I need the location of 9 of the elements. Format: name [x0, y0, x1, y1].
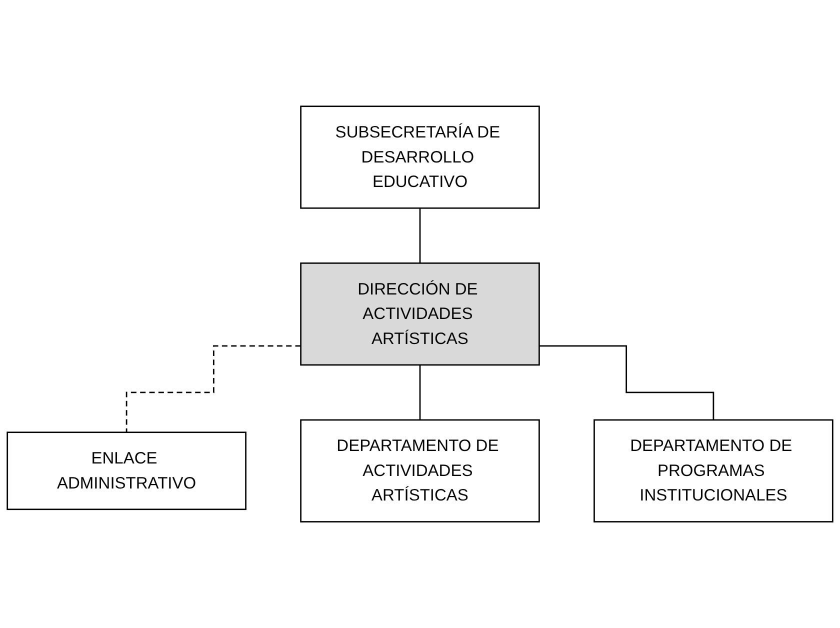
connector: [419, 207, 421, 264]
node-box: DIRECCIÓN DE ACTIVIDADES ARTÍSTICAS: [300, 262, 540, 366]
node-box: SUBSECRETARÍA DE DESARROLLO EDUCATIVO: [300, 106, 540, 209]
node-box: DEPARTAMENTO DE ACTIVIDADES ARTÍSTICAS: [300, 419, 540, 522]
node-box: ENLACE ADMINISTRATIVO: [6, 432, 246, 510]
connector: [126, 345, 301, 433]
connector: [419, 364, 421, 421]
connector: [539, 345, 714, 421]
node-box: DEPARTAMENTO DE PROGRAMAS INSTITUCIONALES: [594, 419, 834, 522]
